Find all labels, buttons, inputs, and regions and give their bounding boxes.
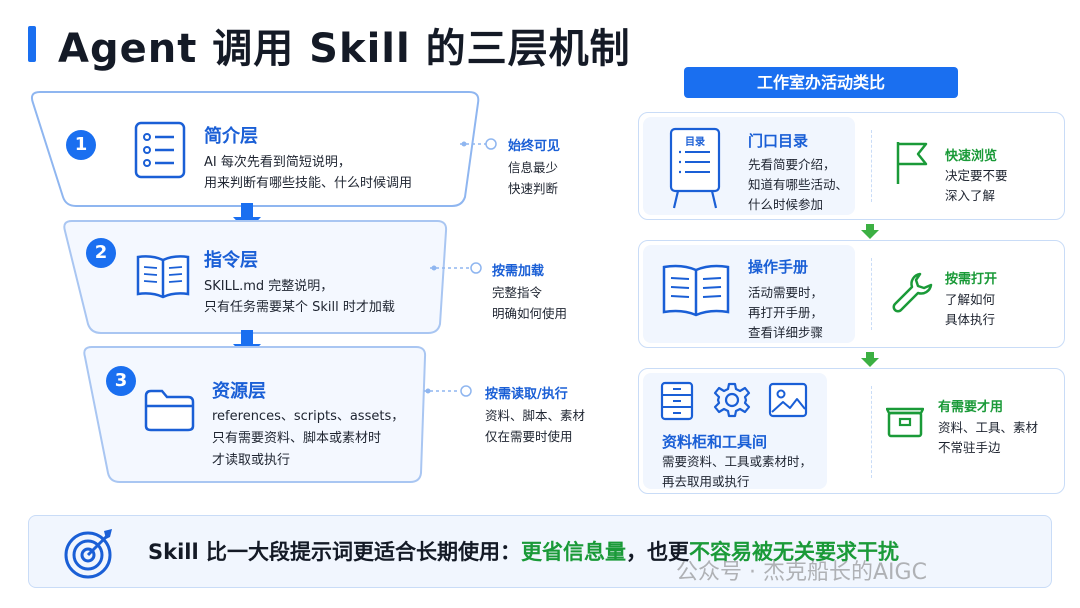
layer-instructions-shape: [63, 220, 448, 334]
analogy-header: 工作室办活动类比: [684, 67, 958, 98]
layer-desc-line: references、scripts、assets，: [212, 409, 405, 424]
card-benefit-title: 有需要才用: [938, 400, 1004, 415]
directory-board-icon: [668, 126, 722, 214]
card-desc-line: 先看简要介绍，: [748, 157, 836, 172]
target-icon: [62, 525, 118, 585]
summary-text: Skill 比一大段提示词更适合长期使用：更省信息量，也更不容易被无关要求干扰: [148, 536, 899, 566]
summary-highlight-1: 更省信息量: [521, 540, 626, 564]
layer-number-badge: 2: [86, 238, 116, 268]
card-benefit-title: 快速浏览: [945, 149, 998, 164]
side-note-title: 始终可见: [508, 139, 561, 154]
card-benefit-title: 按需打开: [945, 272, 998, 287]
side-note-title: 按需加载: [492, 264, 545, 279]
card-desc-line: 查看详细步骤: [748, 325, 824, 340]
folder-icon: [142, 386, 198, 438]
flag-icon: [892, 138, 932, 190]
layer-resources-shape: [83, 346, 427, 483]
card-benefit-line: 了解如何: [945, 292, 996, 307]
card-desc-line: 需要资料、工具或素材时，: [662, 454, 813, 469]
card-benefit-line: 资料、工具、素材: [938, 420, 1039, 435]
arrow-down-icon: [232, 330, 262, 364]
connector-line: [460, 138, 497, 150]
layer-desc-line: SKILL.md 完整说明，: [204, 279, 334, 294]
layer-desc-line: 用来判断有哪些技能、什么时候调用: [204, 176, 413, 191]
cabinet-icon: [660, 381, 694, 425]
side-note-line: 快速判断: [508, 181, 559, 196]
card-desc-line: 知道有哪些活动、: [748, 177, 849, 192]
layer-number-badge: 3: [106, 366, 136, 396]
side-note-line: 资料、脚本、素材: [485, 408, 586, 423]
summary-middle: ，也更: [626, 540, 689, 564]
side-note-line: 明确如何使用: [492, 306, 568, 321]
image-icon: [768, 382, 808, 422]
card-title: 资料柜和工具间: [662, 433, 768, 451]
summary-prefix: Skill 比一大段提示词更适合长期使用：: [148, 540, 521, 564]
wrench-icon: [890, 270, 934, 318]
book-icon: [134, 252, 192, 304]
card-desc-line: 什么时候参加: [748, 197, 824, 212]
layer-title: 简介层: [204, 126, 258, 147]
card-benefit-line: 具体执行: [945, 312, 996, 327]
layer-desc-line: AI 每次先看到简短说明，: [204, 155, 351, 170]
card-title: 操作手册: [748, 258, 809, 276]
card-title: 门口目录: [748, 132, 809, 150]
gear-icon: [713, 381, 751, 423]
card-desc-line: 活动需要时，: [748, 285, 824, 300]
title-accent-bar: [28, 26, 36, 62]
card-desc-line: 再去取用或执行: [662, 474, 750, 489]
layer-title: 资源层: [212, 381, 266, 402]
arrow-down-icon: [232, 203, 262, 237]
card-benefit-line: 深入了解: [945, 188, 996, 203]
watermark: 公众号 · 杰克船长的AIGC: [676, 560, 927, 585]
layer-title: 指令层: [204, 250, 258, 271]
side-note-line: 信息最少: [508, 160, 559, 175]
card-benefit-line: 决定要不要: [945, 168, 1008, 183]
layer-desc-line: 只有需要资料、脚本或素材时: [212, 431, 382, 446]
manual-book-icon: [660, 262, 732, 324]
green-arrow-down-icon: [860, 352, 880, 372]
summary-banner: [28, 515, 1052, 588]
card-divider: [871, 130, 872, 202]
connector-line: [424, 385, 472, 397]
directory-board-label: 目录: [685, 137, 705, 148]
connector-line: [430, 262, 482, 274]
card-divider: [871, 258, 872, 330]
card-divider: [871, 386, 872, 478]
green-arrow-down-icon: [860, 224, 880, 244]
layer-number-badge: 1: [66, 130, 96, 160]
side-note-title: 按需读取/执行: [485, 387, 568, 402]
card-desc-line: 再打开手册，: [748, 305, 824, 320]
toolbox-icon: [885, 403, 925, 443]
side-note-line: 仅在需要时使用: [485, 429, 573, 444]
layer-desc-line: 只有任务需要某个 Skill 时才加载: [204, 300, 395, 315]
layer-desc-line: 才读取或执行: [212, 453, 291, 468]
analogy-card-storage: [638, 368, 1065, 494]
card-benefit-line: 不常驻手边: [938, 440, 1001, 455]
page-title: Agent 调用 Skill 的三层机制: [58, 26, 631, 72]
summary-highlight-2: 不容易被无关要求干扰: [689, 540, 899, 564]
side-note-line: 完整指令: [492, 285, 543, 300]
list-icon: [134, 121, 186, 183]
